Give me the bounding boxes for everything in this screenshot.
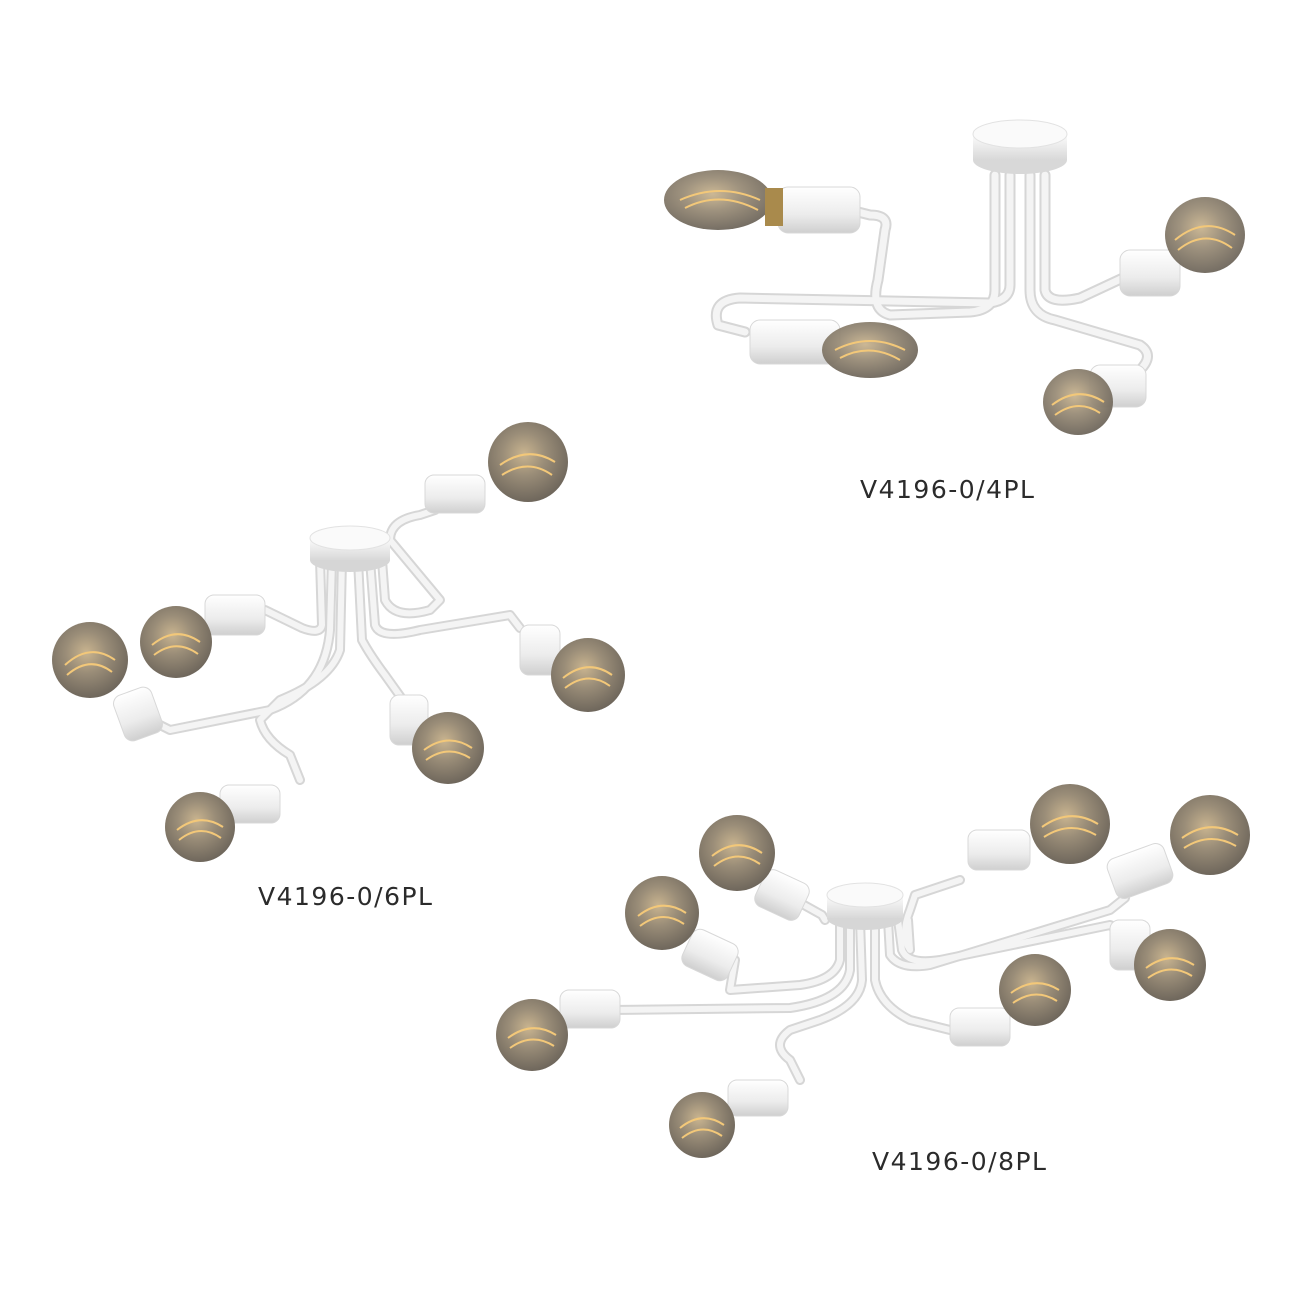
model-caption-4pl: V4196-0/4PL <box>860 475 1036 504</box>
canopy <box>972 119 1068 174</box>
bulb <box>165 784 281 862</box>
fixture-8pl-illustration <box>496 784 1250 1158</box>
bulb <box>669 1079 789 1158</box>
bulb <box>749 319 918 378</box>
product-4pl: V4196-0/4PL <box>660 119 1260 520</box>
bulb <box>967 784 1110 871</box>
bulb <box>949 954 1071 1047</box>
product-8pl: V4196-0/8PL <box>490 780 1270 1200</box>
canopy <box>826 882 904 930</box>
bulb <box>389 694 484 784</box>
arm <box>844 169 1001 321</box>
bulb <box>625 876 739 982</box>
bulb <box>140 594 266 678</box>
bulb <box>52 622 163 742</box>
bulb <box>519 624 625 712</box>
model-caption-8pl: V4196-0/8PL <box>872 1147 1048 1176</box>
fixture-6pl-illustration <box>52 422 625 862</box>
bulb <box>699 815 810 921</box>
product-6pl: V4196-0/6PL <box>40 420 640 920</box>
bulb <box>1043 364 1147 435</box>
bulb <box>1119 197 1245 297</box>
canopy <box>309 525 391 572</box>
bulb <box>424 422 568 514</box>
bulb <box>1109 919 1206 1001</box>
bulb <box>664 170 861 234</box>
bulb <box>496 989 621 1071</box>
fixture-4pl-illustration <box>664 119 1245 435</box>
model-caption-6pl: V4196-0/6PL <box>258 882 434 911</box>
bulb <box>1106 795 1250 899</box>
